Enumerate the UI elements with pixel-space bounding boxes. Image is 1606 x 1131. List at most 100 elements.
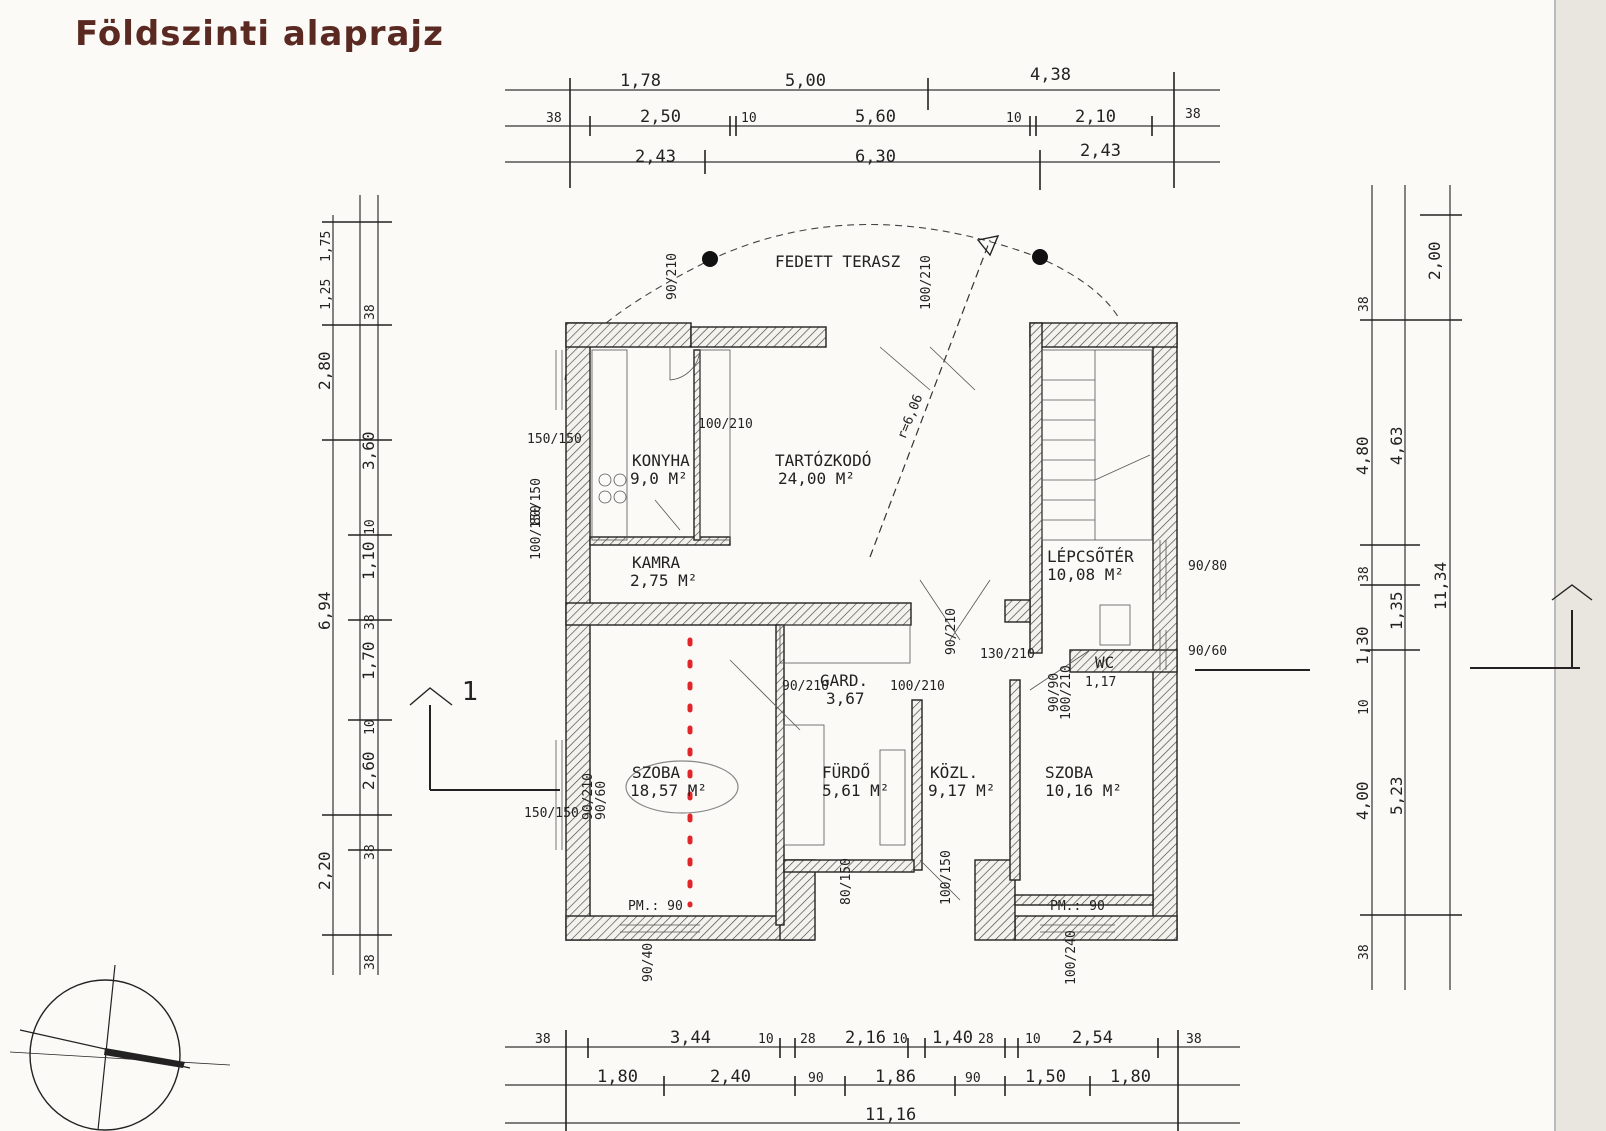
label-d8: 130/210 [980, 647, 1035, 662]
room-wc: WC [1095, 653, 1114, 672]
paper-edge [1555, 0, 1606, 1131]
opening-labels: 100/210 90/210 100/210 150/150 150/150 9… [524, 253, 1227, 985]
dim-left-4: 3,60 [359, 431, 378, 470]
label-d7: 90/60 [1188, 644, 1227, 659]
room-kozl: KÖZL. [930, 763, 978, 782]
dim-right-10: 10 [1357, 699, 1372, 715]
dim-top-13: 2,43 [1080, 141, 1121, 161]
dim-bot-total: 11,16 [865, 1105, 916, 1125]
room-lepcsoter: LÉPCSŐTÉR [1047, 546, 1134, 566]
dim-bot-2: 3,44 [670, 1028, 711, 1048]
dim-top-3: 4,38 [1030, 65, 1071, 85]
room-kamra: KAMRA [632, 553, 681, 572]
dim-bot-16: 90 [965, 1071, 981, 1086]
dim-right-1: 11,34 [1431, 562, 1450, 610]
dim-bot-13: 2,40 [710, 1067, 751, 1087]
dim-top-2: 5,00 [785, 71, 826, 91]
label-d4: 150/150 [527, 432, 582, 447]
label-d10: 100/210 [890, 679, 945, 694]
label-d11: 90/210 [944, 608, 959, 655]
room-konyha: KONYHA [632, 451, 690, 470]
dim-top-4: 38 [546, 111, 562, 126]
dim-left-8: 38 [363, 954, 378, 970]
drawing-title: Földszinti alaprajz [75, 14, 444, 54]
room-tartozkodo: TARTÓZKODÓ [775, 451, 871, 470]
label-d15: 90/210 [581, 773, 596, 820]
label-d13: 80/150 [839, 858, 854, 905]
label-d9: 90/210 [782, 679, 829, 694]
dim-right-11: 4,00 [1353, 781, 1372, 820]
room-lepcsoter-area: 10,08 M² [1047, 565, 1124, 584]
terrace-radius: r=6,06 [895, 392, 927, 441]
left-dimension-chain: 6,94 2,20 2,80 3,60 1,10 1,70 2,60 38 1,… [315, 195, 392, 975]
room-wc-area: 1,17 [1085, 675, 1116, 690]
label-d3: 100/210 [919, 255, 934, 310]
room-gard-area: 3,67 [826, 689, 865, 708]
dim-top-12: 6,30 [855, 147, 896, 167]
dim-bot-11: 38 [1186, 1032, 1202, 1047]
room-tartozkodo-area: 24,00 M² [778, 469, 855, 488]
label-d17: 100/240 [1064, 930, 1079, 985]
dim-right-4: 5,23 [1387, 776, 1406, 815]
room-highlight-oval [625, 760, 739, 814]
room-gard: GARD. [820, 671, 868, 690]
dim-left-14: 10 [363, 719, 378, 735]
north-arrow-icon [9, 964, 231, 1131]
label-d2: 90/210 [665, 253, 680, 300]
label-d14: 100/150 [939, 850, 954, 905]
dim-bot-12: 1,80 [597, 1067, 638, 1087]
dim-right-9: 1,30 [1353, 626, 1372, 665]
room-szoba2: SZOBA [1045, 763, 1094, 782]
room-kamra-area: 2,75 M² [630, 571, 697, 590]
label-d21: 90/90 [1047, 673, 1062, 712]
dim-top-5: 2,50 [640, 107, 681, 127]
dim-top-1: 1,78 [620, 71, 661, 91]
dim-top-7: 5,60 [855, 107, 896, 127]
interior-fixtures [555, 346, 1167, 933]
dim-left-2: 2,20 [315, 851, 334, 890]
dim-bot-10: 2,54 [1072, 1028, 1113, 1048]
dim-bot-3: 10 [758, 1032, 774, 1047]
room-furdo: FÜRDŐ [822, 762, 870, 782]
dim-left-6: 1,70 [359, 641, 378, 680]
dim-right-7: 4,80 [1353, 436, 1372, 475]
dim-bot-15: 1,86 [875, 1067, 916, 1087]
dim-bot-7: 1,40 [932, 1028, 973, 1048]
room-kozl-area: 9,17 M² [928, 781, 995, 800]
dim-bot-14: 90 [808, 1071, 824, 1086]
label-pm2: PM.: 90 [1050, 899, 1105, 914]
dim-top-10: 38 [1185, 107, 1201, 122]
dim-right-3: 1,35 [1387, 591, 1406, 630]
label-d19: 100/150 [529, 505, 544, 560]
label-d18: 80/150 [529, 478, 544, 525]
label-d12: 100/210 [1059, 665, 1074, 720]
dim-left-5: 1,10 [359, 541, 378, 580]
dim-bot-5: 2,16 [845, 1028, 886, 1048]
section-marker-left: 1 [409, 677, 560, 791]
dim-top-9: 2,10 [1075, 107, 1116, 127]
dim-left-13: 38 [363, 614, 378, 630]
dim-right-12: 38 [1357, 944, 1372, 960]
dim-left-10: 1,75 [319, 231, 334, 262]
dim-right-5: 2,00 [1425, 241, 1444, 280]
dim-bot-6: 10 [892, 1032, 908, 1047]
dim-right-8: 38 [1357, 566, 1372, 582]
dim-left-15: 38 [363, 844, 378, 860]
room-konyha-area: 9,0 M² [630, 469, 688, 488]
dim-left-11: 38 [363, 304, 378, 320]
label-d16: 90/40 [641, 943, 656, 982]
dim-top-8: 10 [1006, 111, 1022, 126]
label-pm1: PM.: 90 [628, 899, 683, 914]
dim-top-11: 2,43 [635, 147, 676, 167]
terrace-label: FEDETT TERASZ [775, 252, 901, 271]
dim-right-6: 38 [1357, 296, 1372, 312]
dim-left-7: 2,60 [359, 751, 378, 790]
label-d5: 150/150 [524, 806, 579, 821]
room-labels: KONYHA 9,0 M² KAMRA 2,75 M² TARTÓZKODÓ 2… [630, 451, 1134, 800]
dim-right-2: 4,63 [1387, 426, 1406, 465]
dim-top-6: 10 [741, 111, 757, 126]
room-szoba1: SZOBA [632, 763, 681, 782]
dim-bot-4: 28 [800, 1032, 816, 1047]
room-szoba2-area: 10,16 M² [1045, 781, 1122, 800]
